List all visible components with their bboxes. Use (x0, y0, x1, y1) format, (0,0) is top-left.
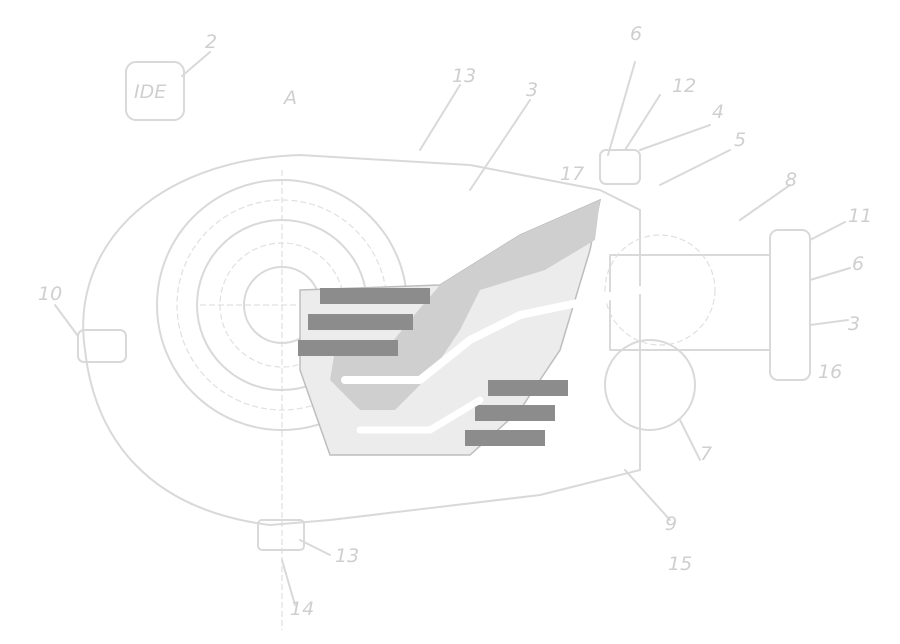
left-mount (77, 329, 127, 363)
callout-label: 3 (526, 79, 538, 101)
callout-label: 16 (818, 361, 842, 383)
callout-label: 7 (700, 443, 712, 465)
callout-label: 8 (785, 169, 797, 191)
callout-label: 2 (205, 31, 217, 53)
top-bolt (599, 149, 641, 185)
bottom-mount (257, 519, 305, 551)
outer-housing (82, 154, 641, 526)
callout-label: 5 (734, 129, 746, 151)
callout-label: 6 (852, 253, 864, 275)
end-flange (769, 229, 811, 381)
callout-label: 14 (290, 598, 314, 620)
logo-badge (125, 61, 185, 121)
view-label: A (282, 87, 297, 109)
logo-text: IDE (134, 81, 166, 103)
callout-label: 12 (672, 75, 696, 97)
callout-label: 17 (560, 163, 584, 185)
callout-label: 4 (712, 101, 724, 123)
callout-label: 13 (452, 65, 476, 87)
callout-label: 15 (668, 553, 692, 575)
leader-lines (54, 51, 851, 606)
lower-gear (604, 339, 696, 431)
callout-label: 13 (335, 545, 359, 567)
cutaway-section (298, 198, 644, 456)
upper-gear (604, 234, 716, 346)
callout-label: 10 (38, 283, 62, 305)
callout-label: 11 (848, 205, 872, 227)
callout-label: 9 (665, 513, 677, 535)
callout-label: 6 (630, 23, 642, 45)
callout-label: 3 (848, 313, 860, 335)
